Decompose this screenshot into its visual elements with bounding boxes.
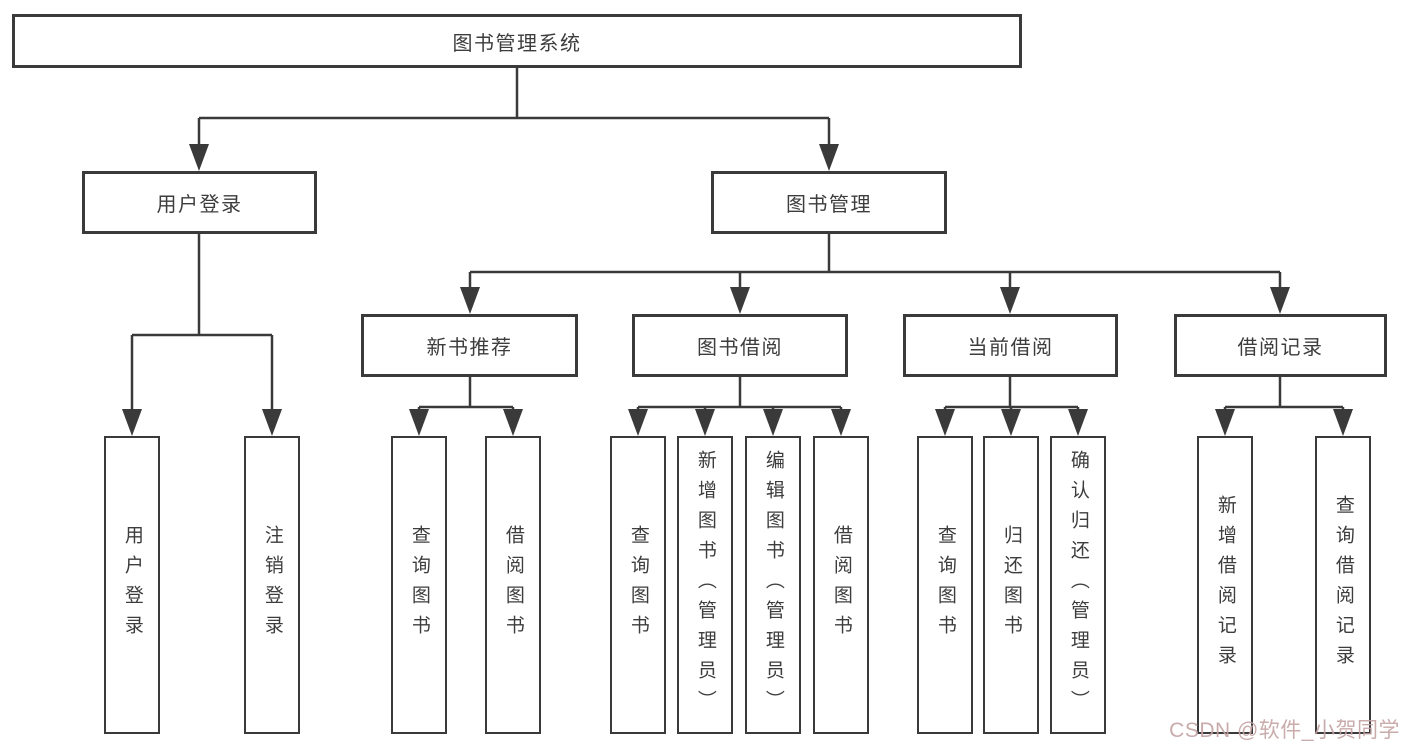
node-label: 查询图书	[934, 525, 956, 645]
leaf-user-login: 用户登录	[104, 436, 160, 734]
node-current-borrowing: 当前借阅	[903, 314, 1118, 377]
node-label: 借阅图书	[502, 525, 524, 645]
node-label: 用户登录	[121, 525, 143, 645]
node-label: 查询图书	[627, 525, 649, 645]
node-user-login: 用户登录	[82, 171, 317, 234]
node-label: 借阅图书	[830, 525, 852, 645]
leaf-edit-books-admin: 编辑图书（管理员）	[745, 436, 801, 734]
csdn-watermark: CSDN @软件_小贺同学	[1169, 719, 1400, 742]
node-label: 确认归还（管理员）	[1067, 450, 1089, 720]
leaf-query-books-current: 查询图书	[917, 436, 973, 734]
node-label: 编辑图书（管理员）	[762, 450, 784, 720]
node-borrowing-records: 借阅记录	[1174, 314, 1387, 377]
node-label: 图书管理系统	[452, 32, 582, 55]
node-label: 新书推荐	[426, 337, 513, 359]
leaf-borrow-books: 借阅图书	[813, 436, 869, 734]
node-label: 用户登录	[156, 194, 243, 216]
node-book-borrowing: 图书借阅	[632, 314, 848, 377]
leaf-query-books-recommend: 查询图书	[391, 436, 447, 734]
node-label: 当前借阅	[967, 337, 1054, 359]
node-library-management-system: 图书管理系统	[12, 14, 1022, 68]
leaf-add-books-admin: 新增图书（管理员）	[677, 436, 733, 734]
leaf-confirm-return-admin: 确认归还（管理员）	[1050, 436, 1106, 734]
leaf-return-books: 归还图书	[983, 436, 1039, 734]
node-label: 借阅记录	[1237, 337, 1324, 359]
leaf-query-borrow-record: 查询借阅记录	[1315, 436, 1371, 734]
node-label: 图书借阅	[697, 337, 783, 359]
leaf-borrow-books-recommend: 借阅图书	[485, 436, 541, 734]
node-label: 归还图书	[1000, 525, 1022, 645]
leaf-add-borrow-record: 新增借阅记录	[1197, 436, 1253, 734]
leaf-logout: 注销登录	[244, 436, 300, 734]
node-label: 查询借阅记录	[1332, 495, 1354, 675]
leaf-query-books-borrow: 查询图书	[610, 436, 666, 734]
node-label: 新增图书（管理员）	[694, 450, 716, 720]
node-label: 图书管理	[786, 194, 872, 216]
node-new-book-recommendation: 新书推荐	[361, 314, 578, 377]
node-label: 注销登录	[261, 525, 283, 645]
node-book-management: 图书管理	[711, 171, 947, 234]
node-label: 查询图书	[408, 525, 430, 645]
node-label: 新增借阅记录	[1214, 495, 1236, 675]
